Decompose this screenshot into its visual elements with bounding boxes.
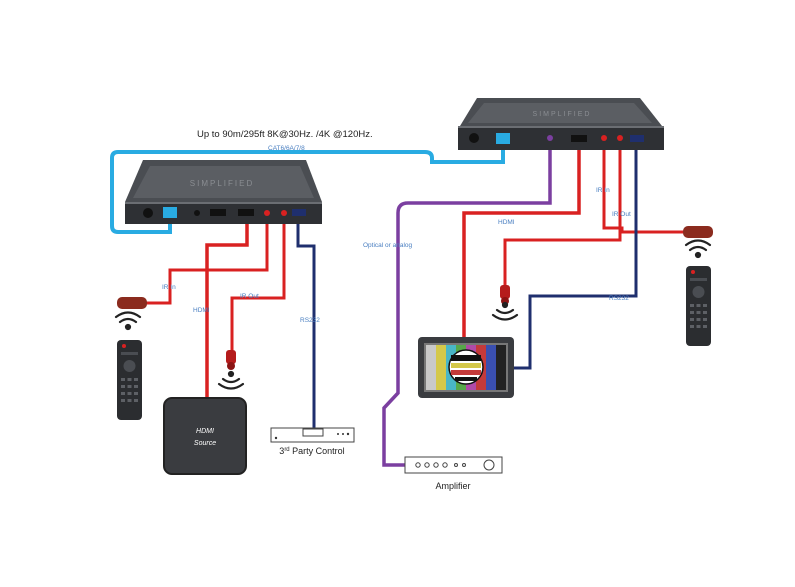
tx-rs232-label: RS232: [300, 317, 320, 324]
tx-ir-in-cable: [145, 218, 269, 305]
rx-power-port: [469, 133, 479, 143]
tx-power-port: [143, 208, 153, 218]
rx-optical-cable: [382, 142, 552, 467]
tx-remote-signal-icon: [114, 311, 142, 331]
cat-cable: [110, 143, 505, 234]
rx-rj45-port: [496, 133, 510, 144]
amplifier-device: [404, 456, 503, 474]
tx-ir-out-port: [281, 210, 287, 216]
hdmi-source-box: HDMI Source: [163, 397, 247, 475]
transmitter-unit: SIMPLIFIED: [125, 160, 322, 224]
rx-remote-control-icon: [686, 266, 711, 346]
rx-optical-port: [547, 135, 553, 141]
tv-display: [418, 337, 514, 398]
third-party-control-device: [270, 427, 355, 443]
tx-audio-port: [194, 210, 200, 216]
tx-ir-out-cable: [230, 218, 286, 350]
rx-ir-out-port: [617, 135, 623, 141]
rx-ir-in-cable: [602, 142, 684, 234]
rx-rs232-label: RS232: [609, 295, 629, 302]
tx-brand: SIMPLIFIED: [190, 179, 254, 188]
tx-emitter-signal-icon: [217, 370, 245, 390]
tx-ir-emitter: [226, 350, 236, 370]
rx-rs232-port: [630, 135, 644, 142]
rx-remote-signal-icon: [684, 239, 712, 259]
rx-emitter-signal-icon: [491, 301, 519, 321]
rx-hdmi-cable: [462, 142, 581, 340]
tx-rs232-cable: [296, 218, 316, 430]
rx-brand: SIMPLIFIED: [533, 111, 592, 118]
rx-ir-out-label: IR Out: [612, 211, 631, 218]
tx-hdmi-cable: [205, 218, 249, 398]
third-party-control-label: 3rd Party Control: [279, 446, 344, 456]
tx-hdmi-port: [210, 209, 226, 216]
hdmi-source-line1: HDMI: [196, 428, 214, 435]
tx-ir-in-label: IR In: [162, 284, 176, 291]
tx-remote-control-icon: [117, 340, 142, 420]
optical-label: Optical or analog: [363, 242, 413, 249]
cat-cable-label: CAT6/6A/7/8: [268, 145, 305, 152]
hdmi-source-line2: Source: [194, 440, 216, 447]
tx-hdmi-label: HDMI: [193, 307, 210, 314]
amplifier-label: Amplifier: [435, 481, 470, 491]
rx-ir-in-port: [601, 135, 607, 141]
headline-text: Up to 90m/295ft 8K@30Hz. /4K @120Hz.: [197, 129, 373, 140]
tx-ir-out-label: IR Out: [240, 293, 259, 300]
rx-ir-out-cable: [503, 142, 622, 285]
tx-ir-in-port: [264, 210, 270, 216]
rx-hdmi-label: HDMI: [498, 219, 515, 226]
rx-ir-receiver-eye: [683, 226, 713, 238]
rx-hdmi-port: [571, 135, 587, 142]
tx-ir-receiver-eye: [117, 297, 147, 309]
rx-ir-in-label: IR In: [596, 187, 610, 194]
tx-rj45-port: [163, 207, 177, 218]
tx-rs232-port: [292, 209, 306, 216]
tx-hdmi-out-port: [238, 209, 254, 216]
rx-rs232-cable: [512, 142, 638, 370]
receiver-unit: SIMPLIFIED: [458, 98, 664, 150]
